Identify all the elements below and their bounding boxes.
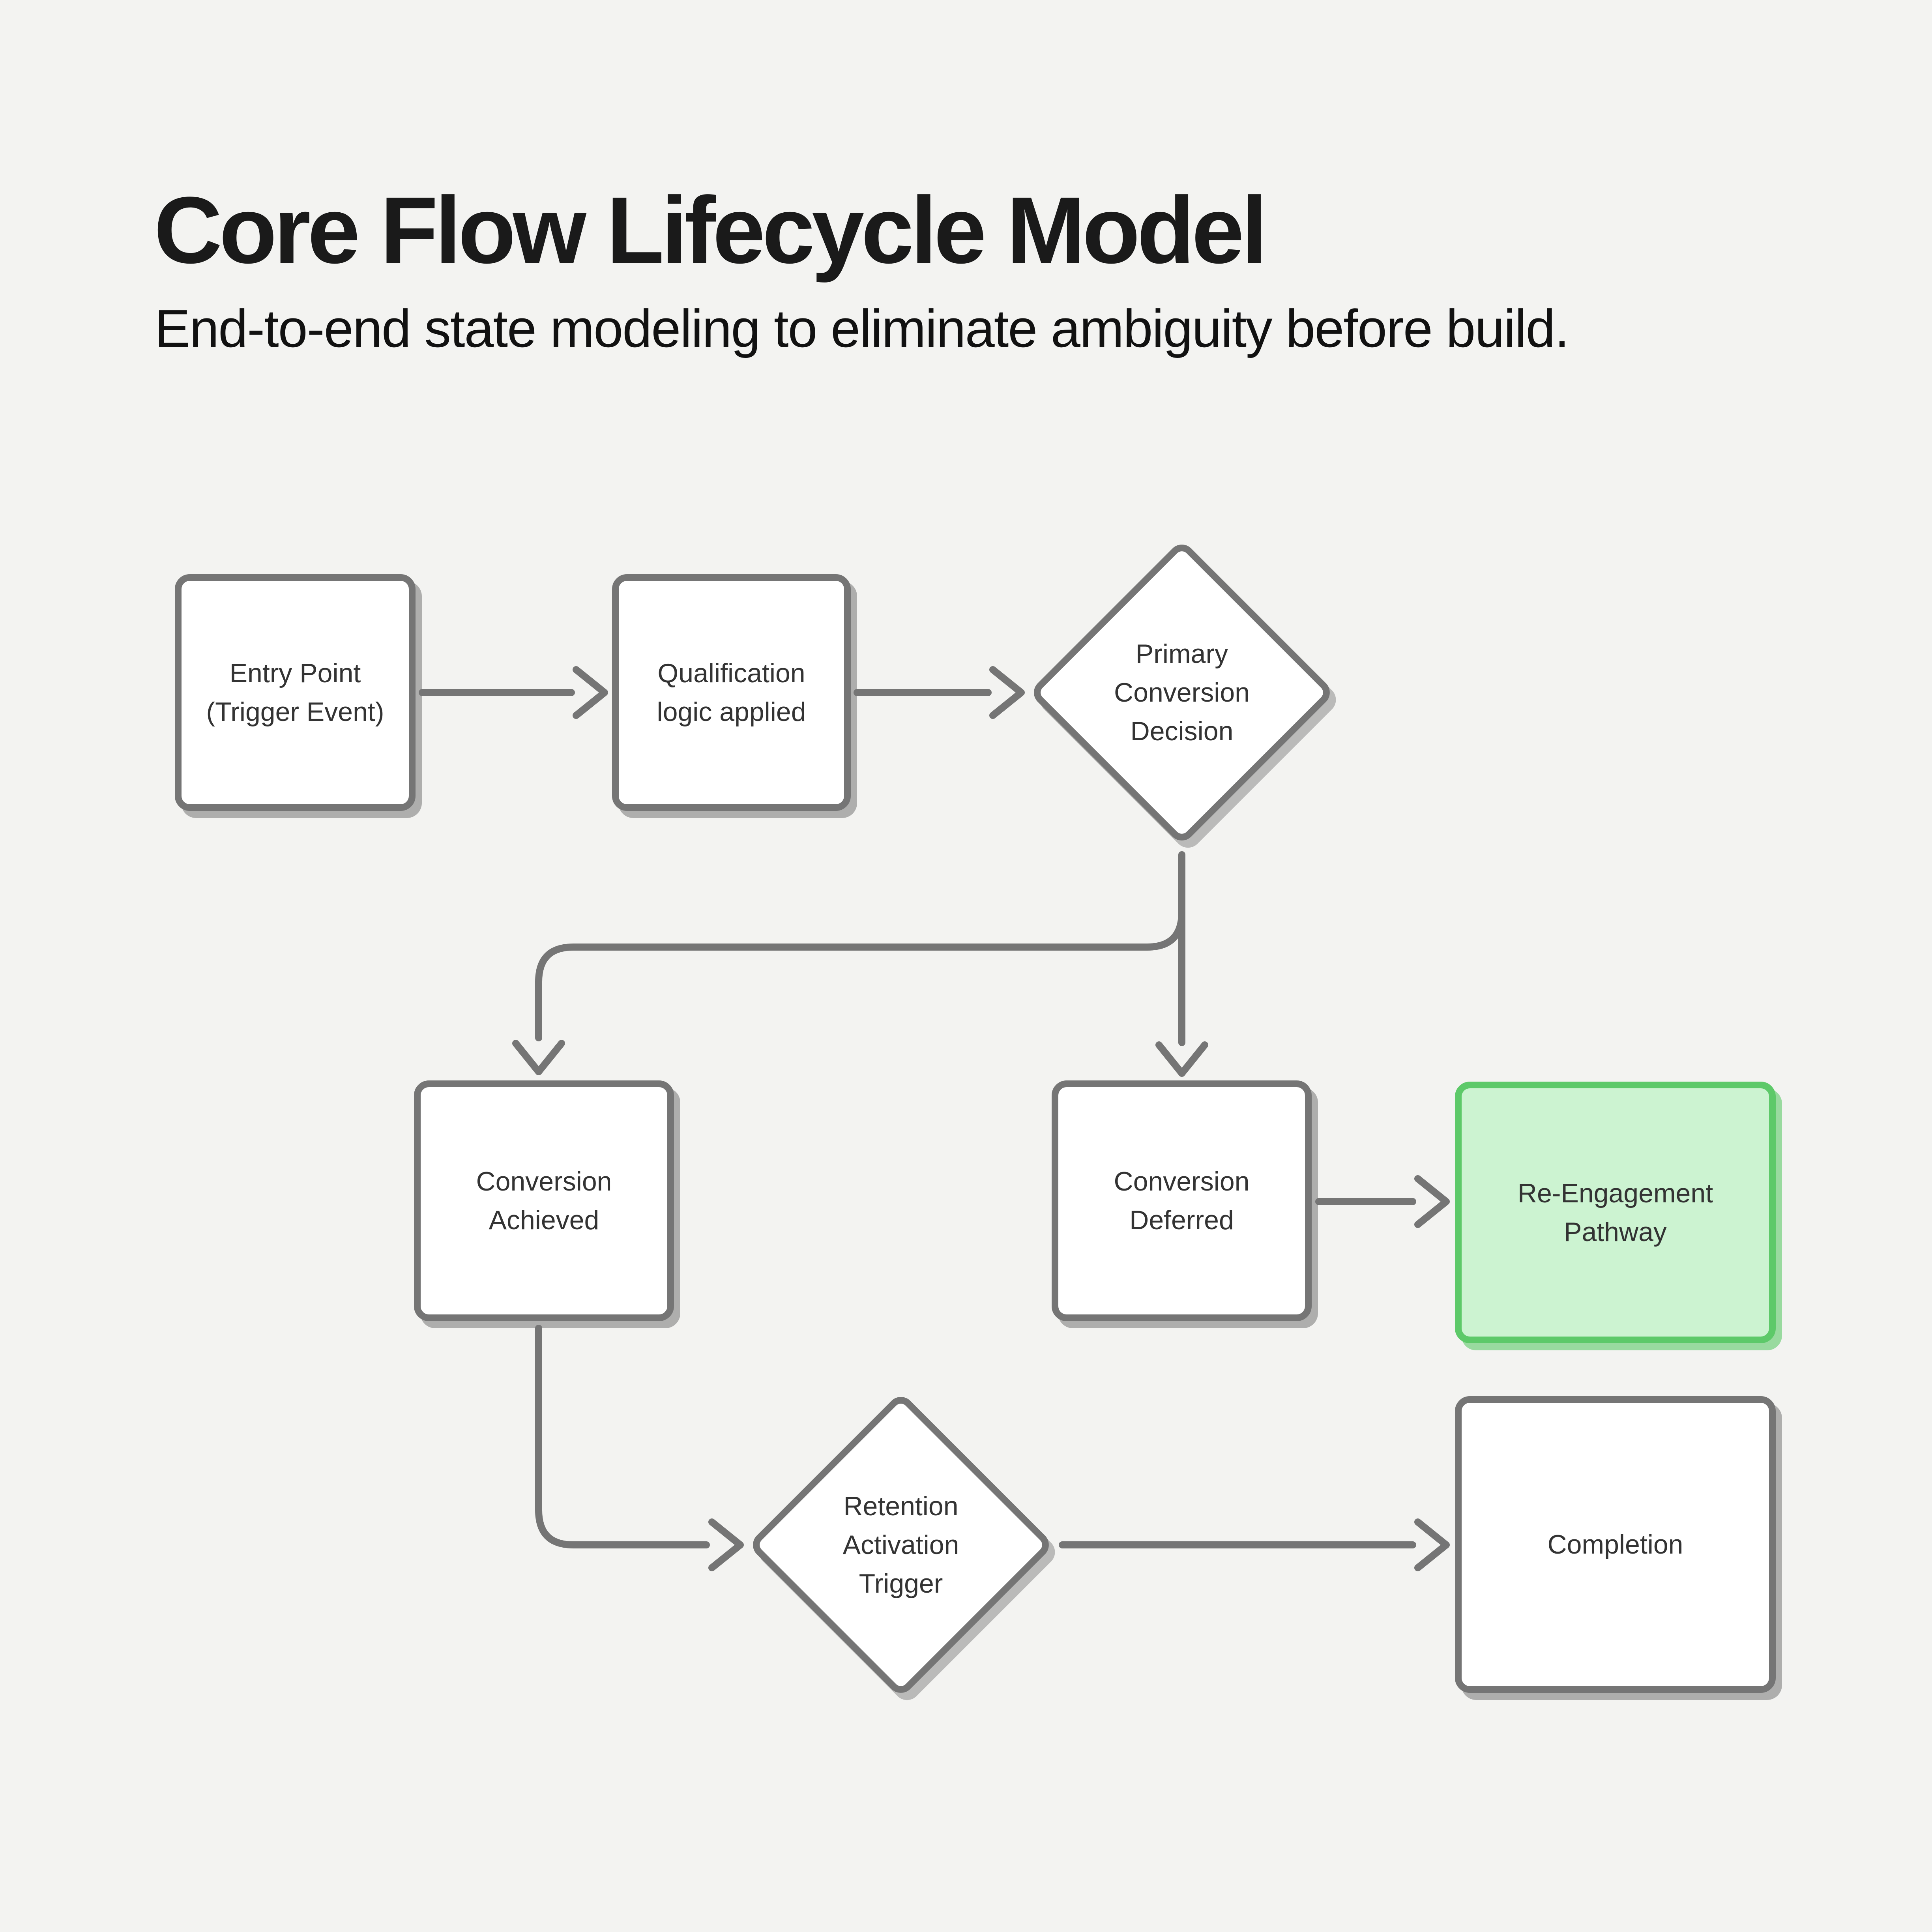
node-re-engagement-pathway: Re-Engagement Pathway <box>1455 1082 1776 1343</box>
arrowhead-right-icon <box>573 666 608 719</box>
edge-decision-to-achieved <box>535 909 1185 1041</box>
arrowhead-right-icon <box>1414 1518 1450 1571</box>
node-retention-activation-trigger-label: Retention Activation Trigger <box>747 1391 1054 1698</box>
edge-achieved-to-retention <box>535 1325 710 1548</box>
node-label-line: Conversion <box>1114 1166 1250 1196</box>
arrowhead-down-icon <box>512 1040 565 1075</box>
node-label-line: Qualification <box>657 658 805 688</box>
node-label-line: Trigger <box>859 1569 943 1599</box>
node-conversion-deferred: Conversion Deferred <box>1052 1080 1312 1321</box>
node-label-line: Re-Engagement <box>1517 1178 1713 1208</box>
node-conversion-achieved: Conversion Achieved <box>414 1080 674 1321</box>
page-subtitle: End-to-end state modeling to eliminate a… <box>155 299 1569 358</box>
node-label-line: Pathway <box>1564 1217 1667 1247</box>
node-label-line: Decision <box>1130 716 1234 746</box>
node-entry-point: Entry Point (Trigger Event) <box>175 574 416 811</box>
node-label-line: Retention <box>843 1491 959 1521</box>
node-completion: Completion <box>1455 1396 1776 1693</box>
node-label-line: Deferred <box>1129 1205 1234 1235</box>
page-title: Core Flow Lifecycle Model <box>154 177 1267 283</box>
arrowhead-right-icon <box>708 1518 744 1571</box>
node-label-line: logic applied <box>657 697 806 727</box>
node-label-line: Entry Point <box>229 658 361 688</box>
node-label-line: (Trigger Event) <box>206 697 384 727</box>
arrowhead-right-icon <box>1414 1175 1450 1228</box>
node-label-line: Conversion <box>476 1166 612 1196</box>
node-label-line: Conversion <box>1114 678 1250 708</box>
node-label-line: Completion <box>1547 1530 1683 1559</box>
node-label-line: Primary <box>1135 639 1228 669</box>
arrowhead-right-icon <box>989 666 1025 719</box>
arrowhead-down-icon <box>1155 1041 1208 1077</box>
node-label-line: Activation <box>842 1530 959 1560</box>
node-qualification: Qualification logic applied <box>612 574 851 811</box>
node-primary-conversion-decision-label: Primary Conversion Decision <box>1028 539 1335 846</box>
node-label-line: Achieved <box>489 1205 599 1235</box>
